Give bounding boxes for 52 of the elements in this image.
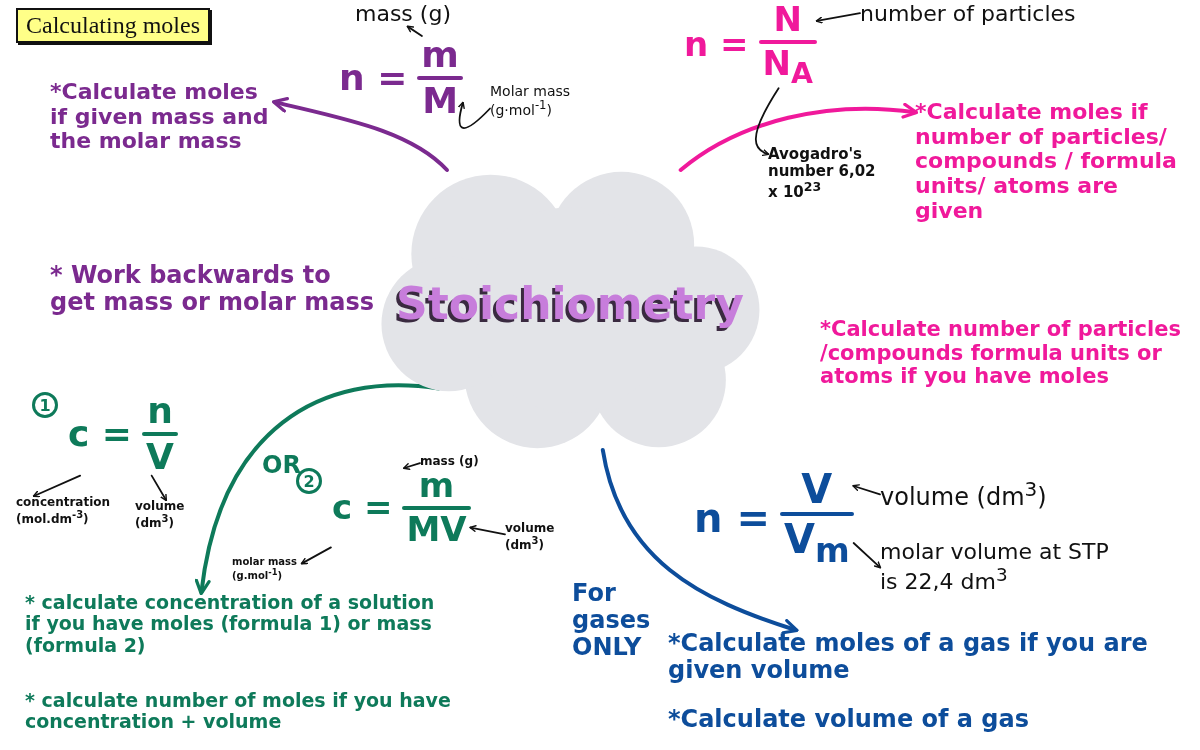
leader-arrow bbox=[815, 12, 861, 24]
formula-numerator: V bbox=[800, 468, 834, 510]
quantity-label: mass (g) bbox=[355, 2, 451, 27]
formula-lhs: c = bbox=[67, 414, 134, 453]
formula-lhs: n = bbox=[693, 497, 771, 539]
leader-arrow bbox=[469, 525, 506, 536]
leader-arrow bbox=[150, 474, 168, 502]
use-note: * calculate concentration of a solution if you have moles (formula 1) or mass (formula 2) bbox=[25, 592, 445, 656]
topic-title: Stoichiometry bbox=[395, 278, 745, 329]
formula-lhs: n = bbox=[338, 58, 409, 97]
note: * Work backwards to get mass or molar mass bbox=[50, 262, 375, 316]
formula-denominator: V bbox=[145, 437, 175, 476]
title-banner: Calculating moles bbox=[16, 8, 210, 43]
step-number: 1 bbox=[32, 392, 58, 418]
quantity-label: volume (dm$^{3}$) bbox=[505, 522, 567, 553]
formula-denominator: V$_{m}$ bbox=[782, 518, 851, 568]
formula-lhs: c = bbox=[331, 489, 394, 526]
quantity-label: number of particles bbox=[860, 2, 1076, 27]
use-note: *Calculate moles of a gas if you are given volume bbox=[668, 630, 1178, 684]
constant-label: Avogadro's number 6,02 x 10$^{23}$ bbox=[768, 146, 886, 201]
note: * calculate number of moles if you have concentration + volume bbox=[25, 690, 452, 733]
formula-numerator: n bbox=[146, 392, 174, 430]
formula-numerator: m bbox=[420, 36, 460, 74]
use-note: *Calculate moles if given mass and the molar mass bbox=[50, 80, 275, 154]
quantity-label: Molar mass (g·mol$^{-1}$) bbox=[490, 84, 585, 119]
formula-denominator: MV bbox=[405, 511, 468, 548]
leader-arrow bbox=[32, 474, 82, 498]
note: *Calculate number of particles /compounds formula units or atoms if you have moles bbox=[820, 318, 1182, 389]
constant-label: molar volume at STP is 22,4 dm$^{3}$ bbox=[880, 540, 1120, 595]
formula-numerator: m bbox=[417, 468, 456, 504]
quantity-label: volume (dm$^{3}$) bbox=[880, 478, 1047, 511]
note: For gases ONLY bbox=[572, 580, 652, 661]
use-note: *Calculate moles if number of particles/ compounds / formula units/ atoms are given bbox=[915, 100, 1177, 224]
formula-lhs: n = bbox=[683, 27, 750, 63]
quantity-label: mass (g) bbox=[420, 455, 479, 469]
leader-arrow bbox=[402, 462, 421, 470]
leader-arrow bbox=[852, 484, 881, 496]
formula-denominator: N$_{A}$ bbox=[761, 45, 814, 89]
quantity-label: molar mass (g.mol$^{-1}$) bbox=[232, 556, 302, 581]
leader-arrow bbox=[406, 25, 423, 37]
leader-arrow bbox=[458, 101, 491, 129]
arrow bbox=[271, 96, 449, 172]
leader-arrow bbox=[754, 87, 780, 156]
quantity-label: concentration (mol.dm$^{-3}$) bbox=[16, 496, 136, 527]
quantity-label: volume (dm$^{3}$) bbox=[135, 500, 197, 531]
note: *Calculate volume of a gas bbox=[668, 706, 1030, 733]
arrow bbox=[678, 103, 919, 172]
leader-arrow bbox=[300, 546, 332, 565]
leader-arrow bbox=[852, 542, 882, 569]
arrow bbox=[600, 448, 799, 635]
formula-denominator: M bbox=[421, 81, 459, 120]
formula-numerator: N bbox=[772, 2, 803, 38]
